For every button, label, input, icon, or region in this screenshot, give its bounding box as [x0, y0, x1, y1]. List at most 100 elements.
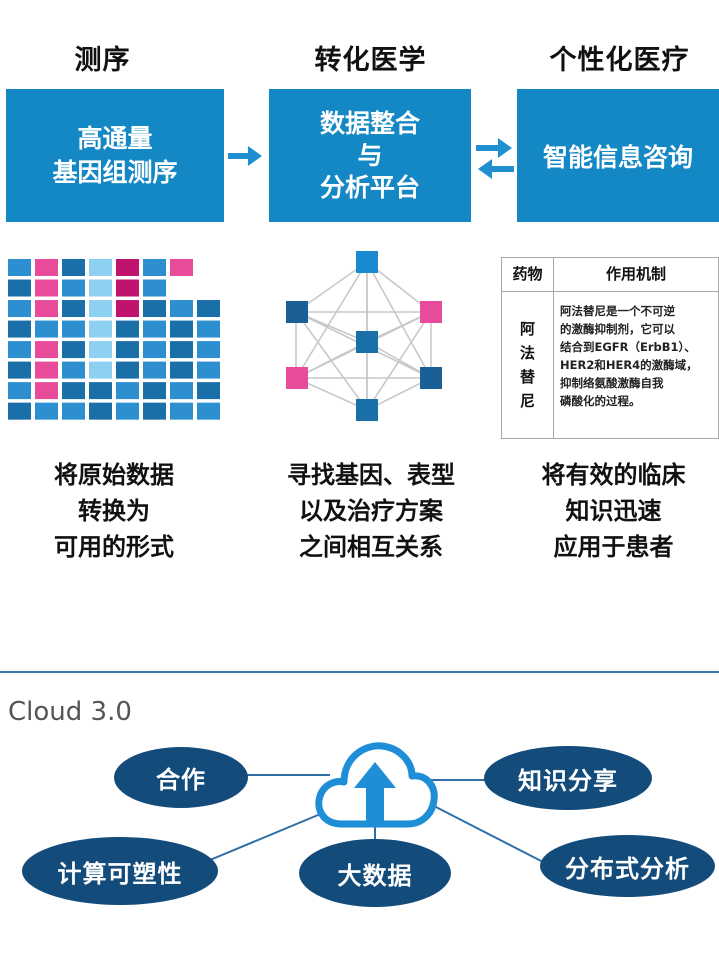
grid-cell	[143, 279, 166, 297]
node-big-data: 大数据	[299, 839, 451, 907]
grid-cell	[197, 382, 220, 400]
grid-cell	[116, 300, 139, 318]
grid-cell	[197, 300, 220, 318]
drug-char: 尼	[519, 392, 535, 410]
mechanism-line: 抑制络氨酸激酶自我	[560, 376, 664, 390]
grid-cell	[197, 341, 220, 359]
grid-cell	[143, 382, 166, 400]
grid-cell	[143, 341, 166, 359]
box-line: 分析平台	[319, 172, 420, 202]
grid-cell	[143, 259, 166, 276]
grid-cell	[89, 402, 112, 420]
grid-cell	[8, 341, 31, 359]
drug-char: 替	[519, 368, 535, 386]
grid-cell	[170, 402, 193, 420]
desc-line: 知识迅速	[565, 497, 662, 525]
grid-cell	[116, 341, 139, 359]
grid-cell	[197, 320, 220, 338]
grid-cell	[143, 361, 166, 379]
description-translational: 寻找基因、表型 以及治疗方案 之间相互关系	[262, 457, 480, 565]
desc-line: 以及治疗方案	[299, 497, 443, 525]
grid-cell	[8, 402, 31, 420]
desc-line: 将有效的临床	[541, 461, 686, 489]
drug-table: 药物 作用机制 阿 法 替 尼 阿法替尼是一个不可逆 的激酶抑制剂，它可以 结合…	[501, 257, 719, 439]
grid-cell	[89, 300, 112, 318]
desc-line: 寻找基因、表型	[287, 461, 455, 489]
grid-cell	[170, 259, 193, 276]
column-title-personalized: 个性化医疗	[549, 45, 690, 76]
node-cooperation: 合作	[114, 747, 248, 808]
drug-name-cell: 阿 法 替 尼	[502, 292, 554, 438]
grid-cell	[35, 259, 58, 276]
grid-cell	[116, 402, 139, 420]
grid-cell	[8, 320, 31, 338]
grid-cell	[35, 279, 58, 297]
grid-cell	[89, 382, 112, 400]
grid-cell	[197, 361, 220, 379]
drug-char: 法	[519, 344, 535, 362]
grid-cell	[170, 320, 193, 338]
desc-line: 转换为	[78, 497, 150, 525]
node-knowledge-sharing: 知识分享	[484, 746, 652, 810]
grid-cell	[35, 402, 58, 420]
grid-cell	[35, 361, 58, 379]
grid-cell	[89, 341, 112, 359]
exchange-arrows-icon	[476, 138, 514, 179]
column-title-sequencing: 测序	[74, 45, 131, 76]
grid-cell	[89, 361, 112, 379]
desc-line: 可用的形式	[54, 533, 174, 561]
mechanism-line: 结合到EGFR（ErbB1）、	[560, 340, 696, 354]
grid-cell	[89, 259, 112, 276]
box-line: 智能信息咨询	[542, 142, 693, 172]
grid-cell	[8, 361, 31, 379]
box-line: 基因组测序	[52, 157, 178, 187]
grid-cell	[8, 279, 31, 297]
header-drug: 药物	[502, 258, 554, 291]
box-line: 高通量	[77, 123, 153, 153]
grid-cell	[62, 320, 85, 338]
network-node	[286, 301, 308, 323]
box-sequencing: 高通量 基因组测序	[6, 89, 224, 222]
drug-char: 阿	[519, 320, 535, 338]
grid-cell	[62, 382, 85, 400]
desc-line: 将原始数据	[54, 461, 174, 489]
description-sequencing: 将原始数据 转换为 可用的形式	[0, 457, 228, 565]
network-node	[356, 331, 378, 353]
network-node	[356, 399, 378, 421]
grid-cell	[89, 279, 112, 297]
node-distributed-analysis: 分布式分析	[540, 835, 715, 897]
grid-cell	[35, 382, 58, 400]
grid-cell	[170, 300, 193, 318]
header-mechanism: 作用机制	[605, 265, 666, 283]
mechanism-line: 阿法替尼是一个不可逆	[560, 304, 675, 318]
sequencing-grid	[8, 259, 220, 420]
grid-cell	[8, 300, 31, 318]
grid-cell	[116, 279, 139, 297]
grid-cell	[143, 320, 166, 338]
grid-cell	[35, 300, 58, 318]
grid-cell	[116, 382, 139, 400]
cloud-connectors	[209, 774, 546, 864]
grid-cell	[8, 382, 31, 400]
column-title-translational: 转化医学	[314, 45, 427, 76]
box-line: 数据整合	[319, 108, 420, 138]
box-consulting: 智能信息咨询	[517, 89, 719, 222]
grid-cell	[89, 320, 112, 338]
mechanism-line: HER2和HER4的激酶域，	[560, 358, 698, 372]
grid-cell	[62, 341, 85, 359]
cloud-upload-icon	[315, 742, 438, 828]
box-integration: 数据整合 与 分析平台	[269, 89, 471, 222]
cloud-section-title: Cloud 3.0	[8, 697, 132, 727]
grid-cell	[62, 259, 85, 276]
grid-cell	[170, 361, 193, 379]
grid-cell	[35, 320, 58, 338]
right-arrow-icon	[228, 146, 262, 166]
box-line: 与	[357, 140, 383, 170]
network-node	[286, 367, 308, 389]
grid-cell	[62, 300, 85, 318]
network-node	[356, 251, 378, 273]
grid-cell	[143, 300, 166, 318]
grid-cell	[116, 361, 139, 379]
mechanism-cell: 阿法替尼是一个不可逆 的激酶抑制剂，它可以 结合到EGFR（ErbB1）、 HE…	[560, 302, 716, 410]
desc-line: 应用于患者	[553, 533, 674, 561]
